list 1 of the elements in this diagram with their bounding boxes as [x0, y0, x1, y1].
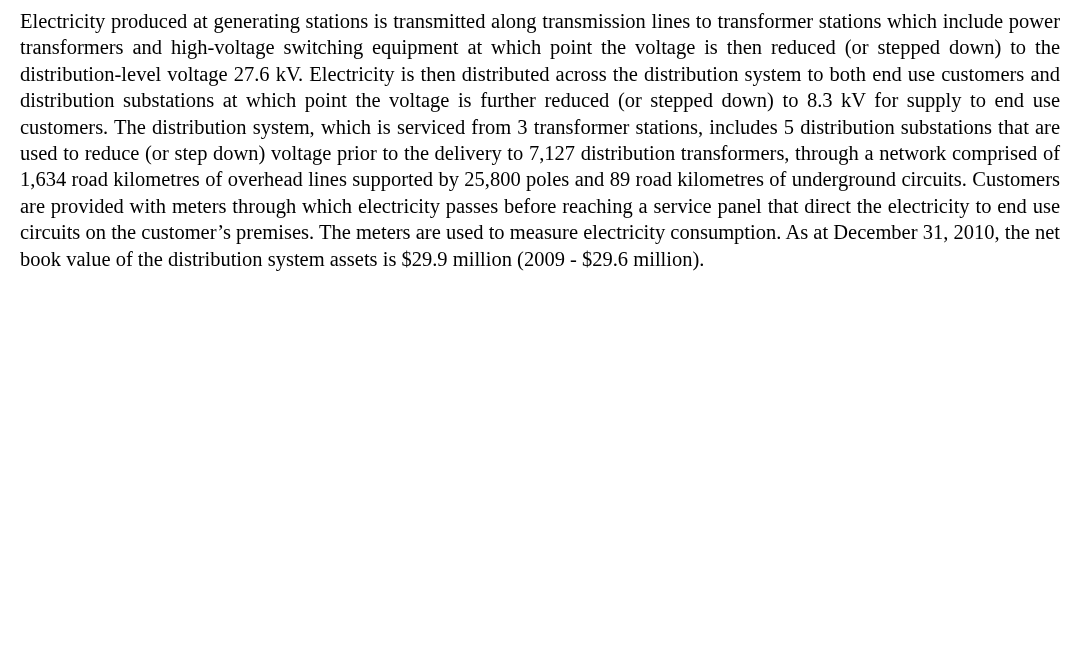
body-paragraph: Electricity produced at generating stations is transmitted along transmission lines to transformer stations which include power transformers and high-voltage switching equipment at which point the voltage is then reduced (or stepped down) to the distribution-level voltage 27.6 kV. Electricity is then distributed across the distribution system to both end use customers and distribution substations at which point the voltage is further reduced (or stepped down) to 8.3 kV for supply to end use customers. The distribution system, which is serviced from 3 transformer stations, includes 5 distribution substations that are used to reduce (or step down) voltage prior to the delivery to 7,127 distribution transformers, through a network comprised of 1,634 road kilometres of overhead lines supported by 25,800 poles and 89 road kilometres of underground circuits. Customers are provided with meters through which electricity passes before reaching a service panel that direct the electricity to end use circuits on the customer’s premises. The meters are used to measure electricity consumption. As at December 31, 2010, the net book value of the distribution system assets is $29.9 million (2009 - $29.6 million). [20, 9, 1060, 273]
